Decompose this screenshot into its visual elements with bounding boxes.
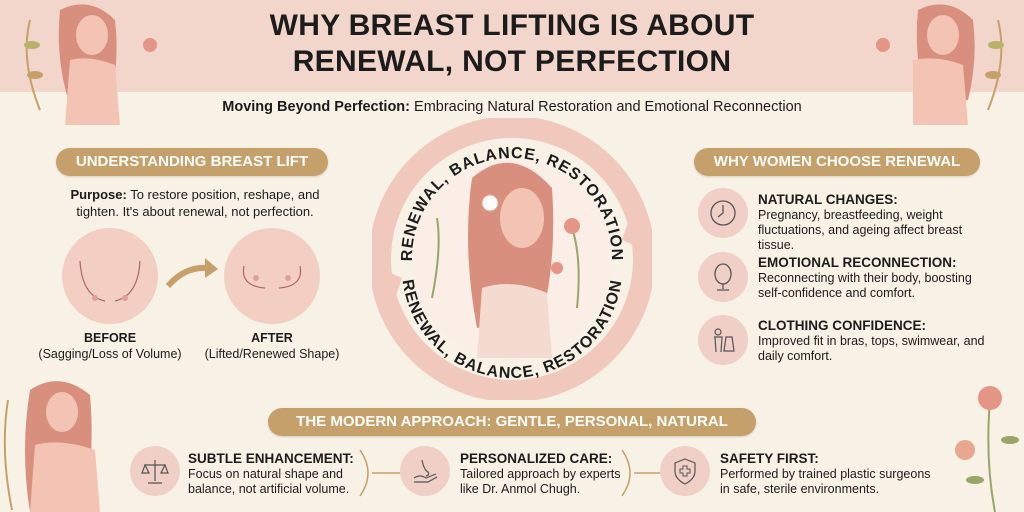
approach-item-personalized-care: PERSONALIZED CARE: Tailored approach by … [460,451,640,497]
woman-illustration-bottom-left [3,381,100,512]
connector-bracket [359,449,401,497]
balance-scale-icon [130,446,180,496]
modern-approach-heading: THE MODERN APPROACH: GENTLE, PERSONAL, N… [268,408,756,436]
reason-item-natural-changes: NATURAL CHANGES: Pregnancy, breastfeedin… [758,192,998,253]
reason-item-clothing-confidence: CLOTHING CONFIDENCE: Improved fit in bra… [758,318,998,364]
title-line-1: WHY BREAST LIFTING IS ABOUT [269,9,755,42]
woman-illustration-top-right [876,4,1004,125]
after-circle [224,228,320,324]
after-subtitle: (Lifted/Renewed Shape) [204,347,340,361]
reason-title: CLOTHING CONFIDENCE: [758,318,926,333]
approach-title: PERSONALIZED CARE: [460,451,613,466]
mirror-icon [698,252,748,302]
shield-cross-icon [660,446,710,496]
caring-hand-icon [400,446,450,496]
clock-age-icon [698,188,748,238]
before-after-illustration [62,228,320,324]
page-title: WHY BREAST LIFTING IS ABOUT RENEWAL, NOT… [180,8,844,80]
title-line-2: RENEWAL, NOT PERFECTION [292,45,732,78]
reason-text: Reconnecting with their body, boosting s… [758,271,972,300]
purpose-label: Purpose: [70,187,127,202]
woman-dress-icon [698,315,748,365]
approach-title: SAFETY FIRST: [720,451,819,466]
reason-text: Improved fit in bras, tops, swimwear, an… [758,334,985,363]
flowers-illustration-bottom-right [955,386,1019,512]
header-band [0,0,1024,92]
arrow-right-icon [165,264,209,289]
before-title: BEFORE [83,331,137,345]
subtitle: Moving Beyond Perfection: Embracing Natu… [0,99,1024,115]
connector-bracket [621,449,663,497]
woman-face [500,188,544,248]
subtitle-text: Embracing Natural Restoration and Emotio… [410,99,802,115]
subtitle-bold: Moving Beyond Perfection: [222,99,410,115]
why-women-heading: WHY WOMEN CHOOSE RENEWAL [694,148,980,176]
before-circle [62,228,158,324]
purpose-text: Purpose: To restore position, reshape, a… [60,186,330,220]
approach-item-safety-first: SAFETY FIRST: Performed by trained plast… [720,451,940,497]
after-label: AFTER (Lifted/Renewed Shape) [192,330,352,362]
renewal-cycle-emblem: RENEWAL, BALANCE, RESTORATION RENEWAL, B… [372,118,652,400]
before-subtitle: (Sagging/Loss of Volume) [38,347,182,361]
reason-title: NATURAL CHANGES: [758,192,898,207]
reason-text: Pregnancy, breastfeeding, weight fluctua… [758,208,963,252]
after-title: AFTER [251,331,293,345]
approach-text: Tailored approach by experts like Dr. An… [460,467,621,496]
approach-item-subtle-enhancement: SUBTLE ENHANCEMENT: Focus on natural sha… [188,451,368,497]
approach-text: Performed by trained plastic surgeons in… [720,467,931,496]
understanding-heading: UNDERSTANDING BREAST LIFT [56,148,328,176]
woman-illustration-top-left [24,4,157,125]
before-label: BEFORE (Sagging/Loss of Volume) [30,330,190,362]
purpose-body: To restore position, reshape, and tighte… [76,187,320,219]
reason-title: EMOTIONAL RECONNECTION: [758,255,957,270]
approach-text: Focus on natural shape and balance, not … [188,467,350,496]
approach-title: SUBTLE ENHANCEMENT: [188,451,354,466]
reason-item-emotional-reconnection: EMOTIONAL RECONNECTION: Reconnecting wit… [758,255,998,301]
